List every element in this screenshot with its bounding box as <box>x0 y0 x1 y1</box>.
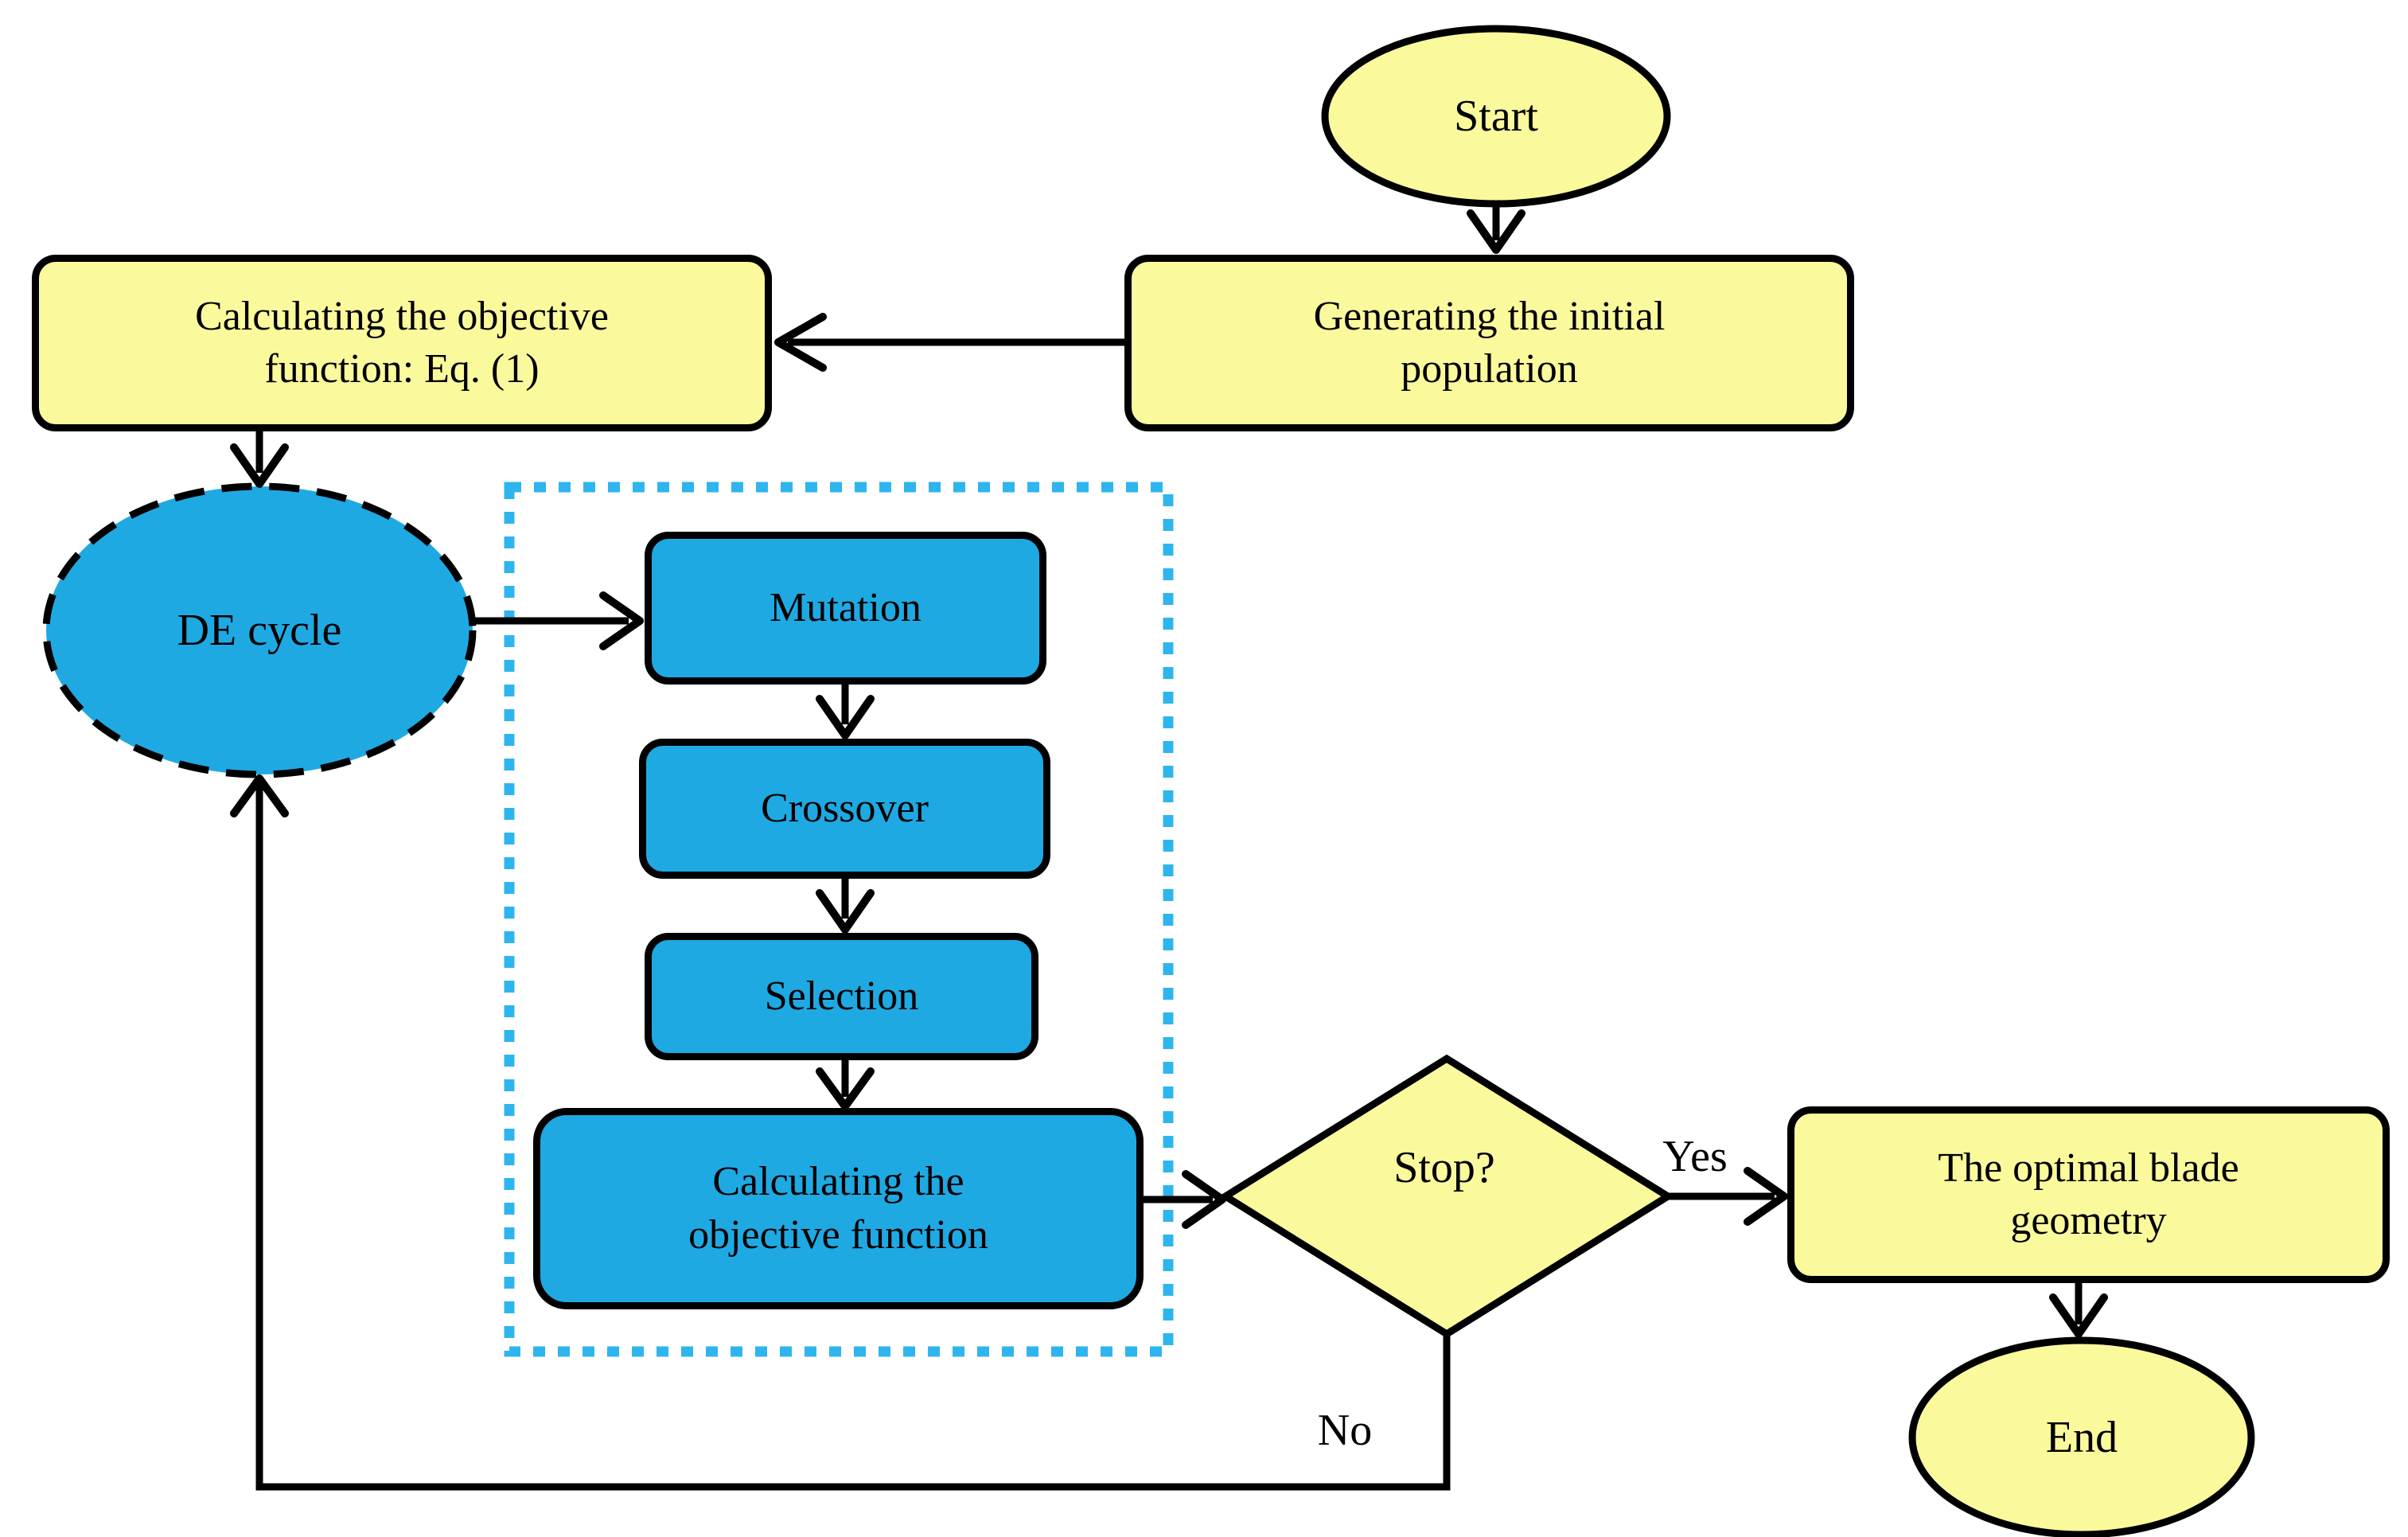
node-label-line: Selection <box>764 973 919 1019</box>
node-label-line: Calculating the objective <box>195 293 609 339</box>
node-mutation: Mutation <box>645 532 1046 685</box>
node-label-line: objective function <box>688 1211 988 1258</box>
stop-decision-diamond <box>1218 1054 1675 1339</box>
node-label-line: population <box>1401 346 1578 392</box>
arrow-start-to-generating <box>1467 204 1525 254</box>
node-label-line: Crossover <box>761 785 929 831</box>
end-terminator-ellipse <box>1908 1336 2255 1537</box>
start-terminator-ellipse <box>1321 25 1671 208</box>
node-label-line: Calculating the <box>712 1159 964 1205</box>
arrow-calc-eq1-to-de-cycle <box>230 431 289 488</box>
arrow-crossover-to-selection <box>816 879 875 934</box>
arrow-stop-yes-to-optimal <box>1668 1167 1788 1226</box>
arrow-de-cycle-to-mutation <box>471 591 644 650</box>
node-label-line: function: Eq. (1) <box>264 346 540 392</box>
node-label-line: The optimal blade <box>1938 1145 2239 1191</box>
node-calculating-objective-function: Calculating the objective function <box>533 1108 1144 1309</box>
arrow-mutation-to-crossover <box>816 685 875 739</box>
arrow-generating-to-calc-eq1 <box>774 313 1124 372</box>
de-steps-dotted-container <box>504 482 1174 1357</box>
node-selection: Selection <box>645 933 1038 1060</box>
node-calculating-objective-eq1: Calculating the objective function: Eq. … <box>32 255 772 431</box>
arrow-stop-no-return-to-de-cycle <box>230 774 1451 1491</box>
arrow-optimal-to-end <box>2049 1283 2108 1338</box>
de-cycle-dashed-ellipse <box>42 482 477 778</box>
node-generating-initial-population: Generating the initial population <box>1124 255 1854 431</box>
arrow-calc-objective-to-stop <box>1144 1170 1226 1229</box>
node-label-line: Mutation <box>770 584 922 630</box>
arrow-selection-to-calc-objective <box>816 1060 875 1110</box>
node-label-line: geometry <box>2010 1198 2167 1243</box>
node-label-line: Generating the initial <box>1313 293 1666 339</box>
node-optimal-blade-geometry: The optimal blade geometry <box>1787 1106 2390 1283</box>
node-crossover: Crossover <box>639 739 1050 879</box>
